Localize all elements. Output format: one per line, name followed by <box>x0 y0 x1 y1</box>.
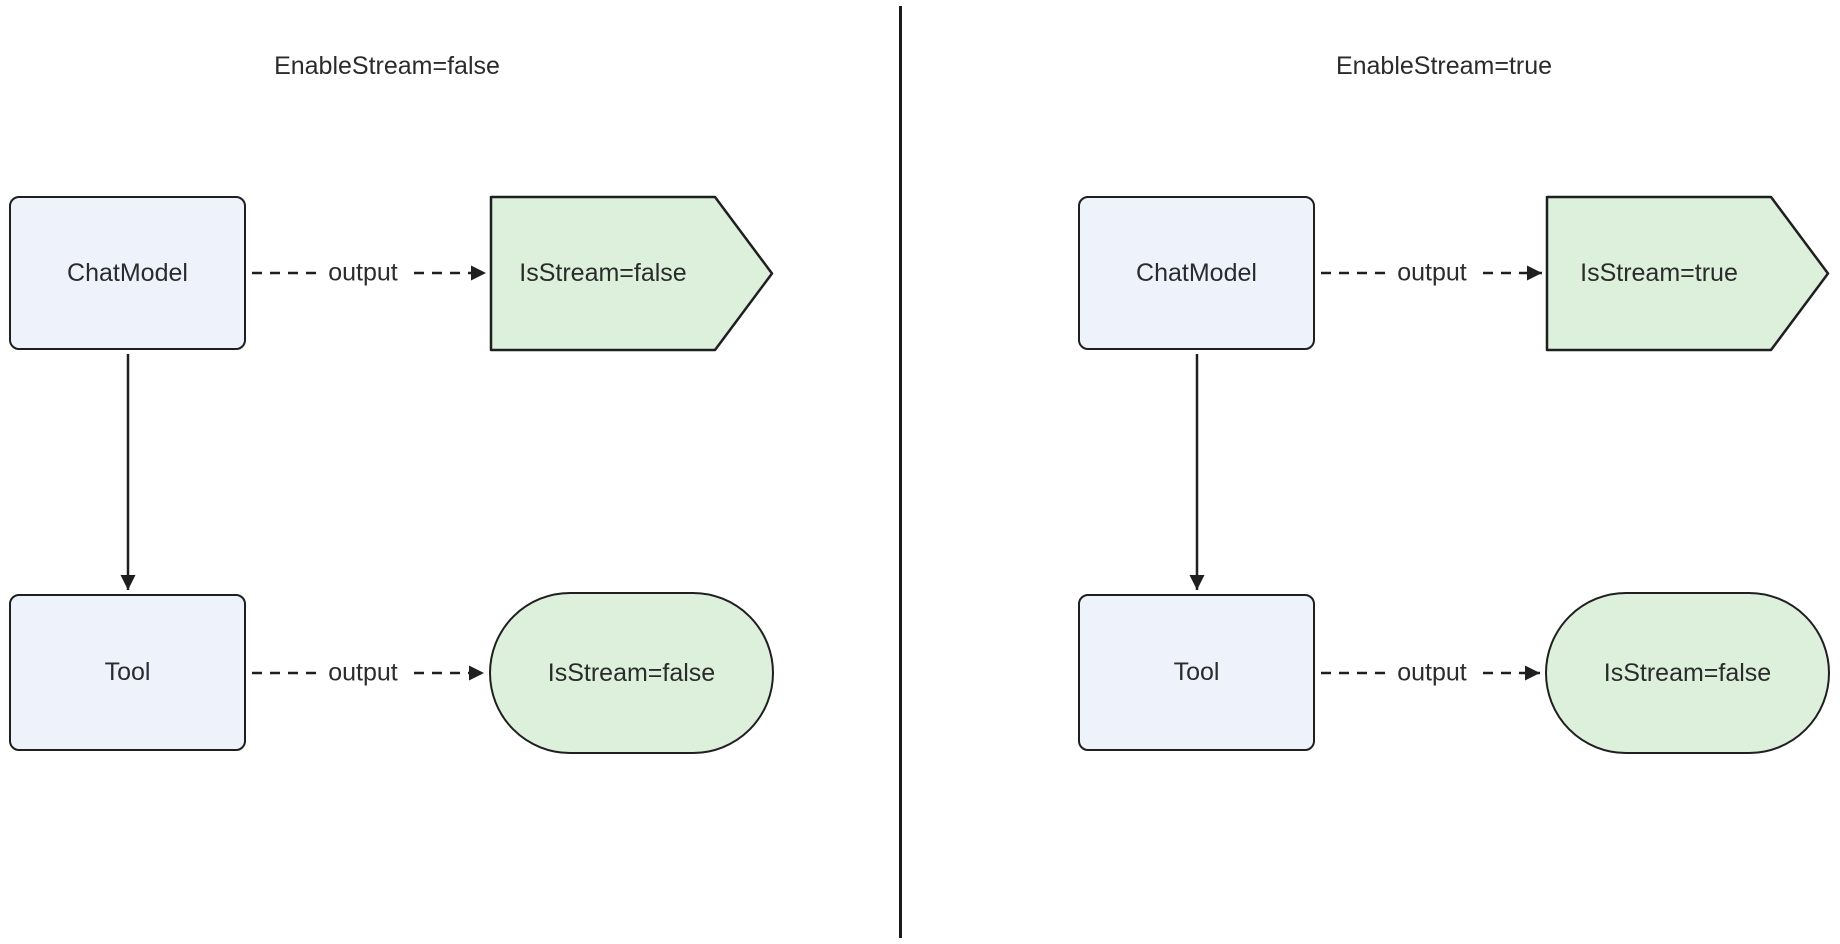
edge-label-tool-output-right: output <box>1385 656 1479 690</box>
stadium-label-right: IsStream=false <box>1603 658 1772 687</box>
node-chatmodel-label-left: ChatModel <box>67 258 188 287</box>
node-tool-left: Tool <box>9 594 246 751</box>
pentagon-shape-icon <box>1545 195 1830 352</box>
pentagon-label-right: IsStream=true <box>1580 259 1738 287</box>
node-tool-label-left: Tool <box>104 658 151 686</box>
node-isstream-pentagon-right: IsStream=true <box>1545 195 1830 352</box>
stadium-label-left: IsStream=false <box>547 658 716 687</box>
pentagon-shape-icon <box>489 195 774 352</box>
node-chatmodel-right: ChatModel <box>1078 196 1315 350</box>
panel-title-left: EnableStream=false <box>274 52 500 80</box>
node-tool-label-right: Tool <box>1173 658 1220 686</box>
pentagon-label-left: IsStream=false <box>519 259 687 287</box>
node-tool-right: Tool <box>1078 594 1315 751</box>
node-isstream-pentagon-left: IsStream=false <box>489 195 774 352</box>
edge-label-tool-output-left: output <box>316 656 410 690</box>
panel-divider-line <box>899 6 902 938</box>
node-chatmodel-label-right: ChatModel <box>1136 258 1257 287</box>
edge-label-chatmodel-output-right: output <box>1385 256 1479 290</box>
node-chatmodel-left: ChatModel <box>9 196 246 350</box>
node-isstream-stadium-left: IsStream=false <box>489 592 774 754</box>
edge-label-chatmodel-output-left: output <box>316 256 410 290</box>
panel-title-right: EnableStream=true <box>1335 52 1553 80</box>
node-isstream-stadium-right: IsStream=false <box>1545 592 1830 754</box>
